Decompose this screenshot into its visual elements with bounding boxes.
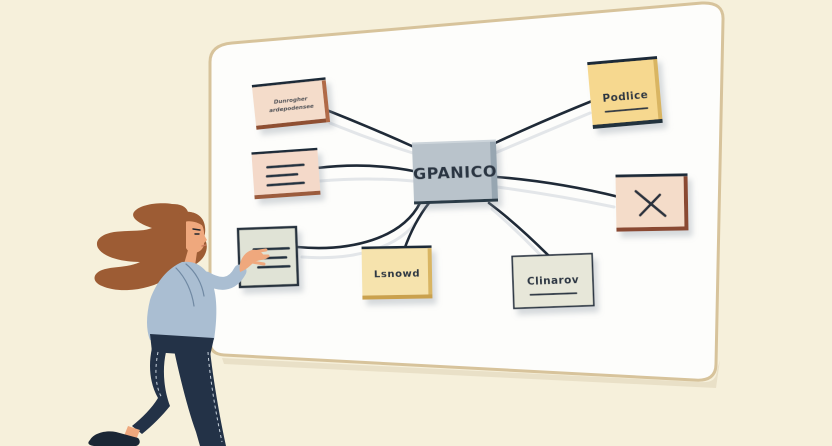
note-mid-left (251, 147, 321, 200)
face-features (192, 228, 201, 235)
sweater-arm (199, 264, 247, 290)
shoe (88, 431, 140, 446)
center-node: GPANICO (411, 139, 499, 205)
connector-top-right (491, 99, 594, 146)
connectors (295, 99, 621, 259)
center-node-label: GPANICO (413, 162, 498, 184)
hair-fringe (173, 211, 203, 240)
connector-bottom-left (295, 201, 422, 250)
ruled-lines-icon (265, 163, 305, 187)
connector-mid-right (495, 175, 621, 199)
note-bottom-mid: Lsnowd (361, 245, 433, 300)
note-bottom-right-label: Clinarov (527, 274, 579, 288)
connector-bottom-mid (402, 201, 431, 252)
connector-bottom-right (487, 201, 552, 259)
connector-top-left (322, 107, 416, 149)
mouth (201, 244, 207, 247)
person-woman (88, 203, 270, 446)
x-mark-icon (634, 189, 667, 218)
face (186, 218, 207, 253)
note-top-left-text-line2: ardepodensee (269, 104, 314, 115)
note-top-left: Dunrogher ardepodensee (251, 77, 331, 130)
whiteboard-shadow (222, 358, 720, 388)
note-top-right: Podlice (587, 56, 663, 129)
connector-mid-left (315, 164, 415, 173)
note-top-left-text-line1: Dunrogher (274, 96, 309, 106)
note-mid-right (615, 173, 689, 232)
hand (239, 248, 270, 272)
note-top-right-label: Podlice (602, 89, 649, 105)
note-bottom-right: Clinarov (511, 252, 595, 310)
note-bottom-mid-label: Lsnowd (374, 269, 420, 281)
pants (132, 334, 226, 446)
